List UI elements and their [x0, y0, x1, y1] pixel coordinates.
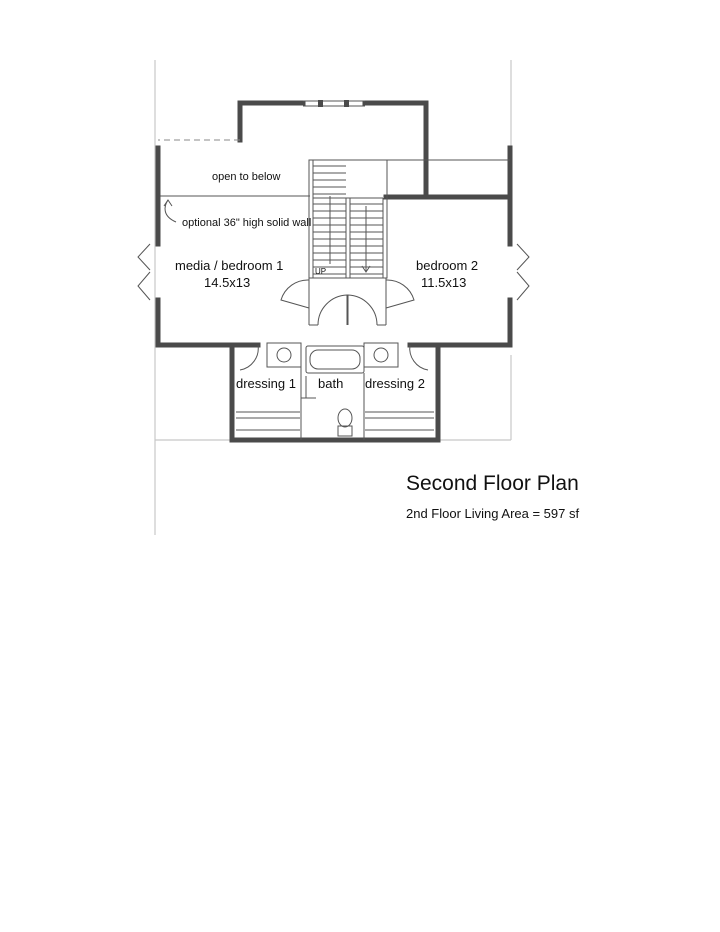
open-to-below-label: open to below	[212, 171, 281, 183]
dormer-walls	[237, 100, 429, 200]
right-exterior-wall	[383, 145, 530, 348]
left-exterior-wall	[137, 145, 161, 348]
stairwell	[308, 159, 388, 279]
optional-wall-label: optional 36" high solid wall	[182, 217, 311, 229]
stair-up-label: UP	[315, 267, 326, 276]
media-bedroom-1-size: 14.5x13	[204, 275, 250, 290]
media-bedroom-1-label: media / bedroom 1	[175, 258, 283, 273]
sink-right	[363, 342, 399, 368]
dressing-1-label: dressing 1	[236, 376, 296, 391]
closets	[236, 411, 434, 431]
sink-left	[266, 342, 302, 368]
bath-label: bath	[318, 376, 343, 391]
bathtub	[305, 345, 365, 374]
bedroom-doors	[280, 278, 415, 326]
bath-fixtures	[239, 342, 429, 440]
lower-walls	[155, 342, 513, 443]
dressing-2-label: dressing 2	[365, 376, 425, 391]
page-title: Second Floor Plan	[406, 472, 579, 495]
toilet	[337, 408, 353, 428]
bedroom-2-size: 11.5x13	[421, 275, 466, 290]
bedroom-2-label: bedroom 2	[416, 258, 478, 273]
living-area-caption: 2nd Floor Living Area = 597 sf	[406, 506, 580, 521]
